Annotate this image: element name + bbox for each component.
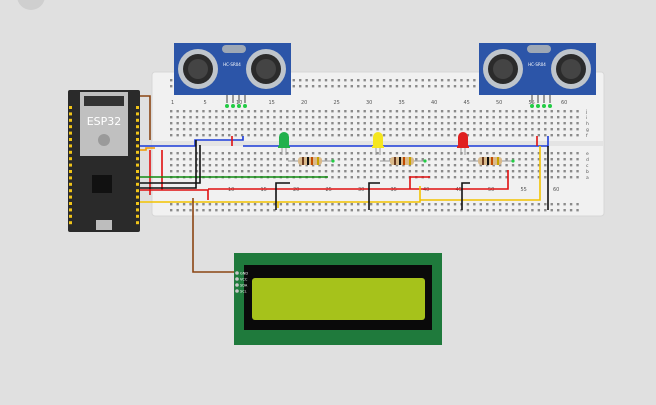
wire-black-2 <box>140 140 197 189</box>
resistor[interactable] <box>380 157 427 165</box>
bb-col-label-bottom: 55 <box>521 187 527 193</box>
bb-col-label: 50 <box>496 100 502 106</box>
lcd-pin-label: GND <box>240 272 248 276</box>
bb-col-label: 5 <box>204 100 207 106</box>
lcd-pins: GND VCC SDA SCL <box>235 271 248 294</box>
esp32-pin-headers <box>69 106 139 225</box>
resistor[interactable] <box>468 157 515 165</box>
bb-row-label: e <box>586 152 589 157</box>
wire-black-r2 <box>368 182 380 210</box>
bb-row-label: j <box>585 109 587 115</box>
bb-col-label: 45 <box>464 100 470 106</box>
bb-col-label-bottom: 50 <box>488 187 494 193</box>
esp32-logo-icon <box>98 134 110 146</box>
bb-col-label: 20 <box>301 100 307 106</box>
yellow-led[interactable] <box>372 132 384 155</box>
bb-col-label: 1 <box>171 100 174 106</box>
canvas-corner-button[interactable] <box>17 0 45 10</box>
esp32-antenna <box>84 96 124 106</box>
lcd-screen <box>252 278 425 320</box>
leds[interactable] <box>278 132 469 155</box>
lcd-module[interactable]: GND VCC SDA SCL <box>234 253 442 345</box>
bb-col-label-bottom: 35 <box>391 187 397 193</box>
esp32-board[interactable]: ESP32 <box>68 90 140 232</box>
bb-row-label: a <box>586 176 589 181</box>
esp32-usb-port[interactable] <box>96 220 112 230</box>
bb-col-label: 25 <box>334 100 340 106</box>
wire-orange <box>140 147 155 151</box>
lcd-pin-label: SCL <box>240 290 247 294</box>
bb-row-label: d <box>586 157 589 163</box>
wire-black-1 <box>140 145 201 184</box>
breadboard-labels: 1510152025303540455055601015202530354045… <box>171 100 589 193</box>
bb-row-label: f <box>586 133 588 139</box>
bb-col-label-bottom: 10 <box>228 187 234 193</box>
bb-col-label: 15 <box>269 100 275 106</box>
wire-brown-lcd <box>192 198 236 273</box>
wire-blue-sensor-left <box>140 136 244 147</box>
esp32-label: ESP32 <box>87 115 122 128</box>
bb-col-label-bottom: 20 <box>293 187 299 193</box>
bb-col-label-bottom: 45 <box>456 187 462 193</box>
red-led[interactable] <box>457 132 469 155</box>
wire-yellow-3 <box>420 146 541 201</box>
bb-col-label-bottom: 60 <box>553 187 559 193</box>
hc-sr04-sensor[interactable]: HC-SR04 <box>174 43 291 108</box>
wire-red-bottom <box>140 189 209 200</box>
bb-col-label: 60 <box>561 100 567 106</box>
sensor-model-label: HC-SR04 <box>528 62 546 67</box>
ultrasonic-sensors[interactable]: HC-SR04 HC-SR04 <box>174 43 596 108</box>
bb-row-label: b <box>586 169 589 175</box>
wire-black-r1 <box>275 182 290 210</box>
wire-red-led <box>208 170 509 190</box>
resistor[interactable] <box>288 157 335 165</box>
wire-red-led2 <box>409 176 430 189</box>
bb-col-label: 30 <box>366 100 372 106</box>
esp32-chip <box>92 175 112 193</box>
bb-col-label-bottom: 25 <box>326 187 332 193</box>
bb-row-label: h <box>586 121 589 127</box>
green-led[interactable] <box>278 132 290 155</box>
wire-yellow-2 <box>278 186 421 203</box>
hc-sr04-sensor[interactable]: HC-SR04 <box>479 43 596 108</box>
bb-col-label: 35 <box>399 100 405 106</box>
bb-row-label: g <box>586 128 589 133</box>
bb-row-label: i <box>586 115 587 121</box>
bb-col-label-bottom: 40 <box>423 187 429 193</box>
lcd-pin-label: SDA <box>240 284 248 288</box>
sensor-model-label: HC-SR04 <box>223 62 241 67</box>
bb-col-label-bottom: 15 <box>261 187 267 193</box>
bb-col-label-bottom: 30 <box>358 187 364 193</box>
wire-black-r3 <box>461 182 470 210</box>
bb-col-label: 40 <box>431 100 437 106</box>
resistors[interactable] <box>288 157 515 165</box>
lcd-pin-label: VCC <box>240 278 248 282</box>
bb-row-label: c <box>586 164 589 169</box>
